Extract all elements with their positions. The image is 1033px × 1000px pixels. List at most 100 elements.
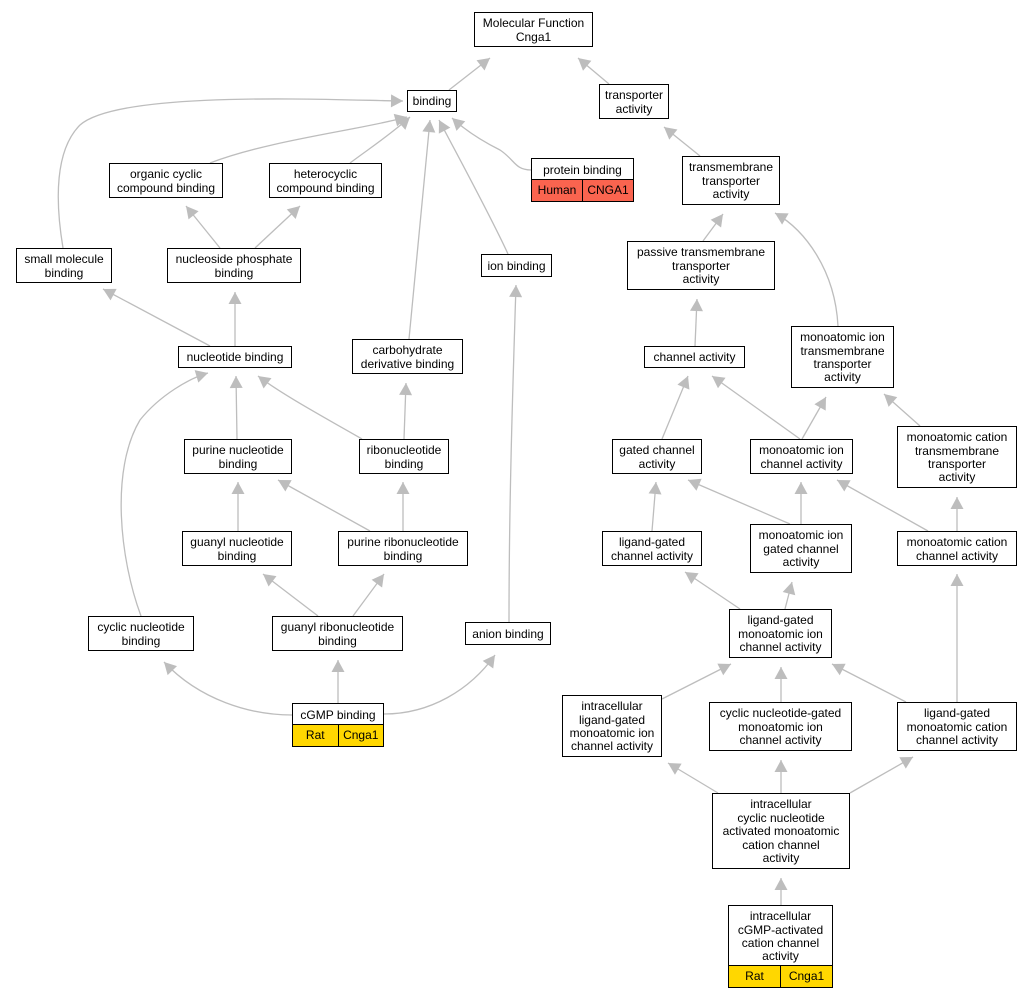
species-badge[interactable]: Rat (293, 725, 338, 746)
term-label-line: binding (383, 548, 423, 563)
species-badge[interactable]: Rat (729, 966, 780, 987)
term-label-line: cyclic nucleotide (737, 810, 825, 825)
term-label-line: cyclic nucleotide-gated (719, 706, 842, 721)
arrowhead-icon (103, 288, 117, 301)
term-label-line: channel activity (653, 350, 736, 365)
go-term-node-channel[interactable]: channel activity (644, 346, 745, 368)
term-label-line: compound binding (276, 180, 375, 195)
term-label-line: ligand-gated (618, 535, 686, 550)
term-label-line: transmembrane (800, 343, 885, 358)
arrowhead-icon (814, 397, 826, 411)
gene-badge[interactable]: CNGA1 (582, 180, 633, 201)
term-label-line: binding (318, 633, 357, 648)
edge-channel-to-passive (689, 298, 703, 347)
term-label-line: monoatomic cation (906, 719, 1008, 734)
edge-line (508, 284, 517, 623)
term-label-line: guanyl ribonucleotide (280, 620, 395, 635)
term-label-line: channel activity (570, 739, 654, 754)
edge-carbo-to-binding (408, 119, 436, 340)
gene-badge[interactable]: Cnga1 (337, 725, 383, 746)
term-label-line: activity (682, 272, 720, 287)
edge-monocattm-to-monotm (883, 393, 921, 427)
arrowhead-icon (899, 757, 913, 769)
term-label-line: transmembrane (914, 443, 1000, 458)
edge-line (102, 288, 211, 347)
term-label-line: carbohydrate (372, 343, 443, 358)
arrowhead-icon (186, 206, 199, 220)
go-term-node-binding[interactable]: binding (407, 90, 457, 112)
edge-monocatchan-to-monochan (836, 479, 929, 532)
term-label-line: activity (824, 370, 861, 385)
edge-gated-to-channel (661, 375, 690, 440)
edge-ion-to-binding (438, 119, 509, 255)
term-label-line: monoatomic ion (800, 330, 885, 345)
arrowhead-icon (194, 370, 208, 383)
edge-line (774, 212, 839, 327)
term-label-line: cyclic nucleotide (97, 620, 185, 635)
edge-ligmono-to-ligchan (684, 571, 741, 610)
edge-purine-to-nucleotide (229, 375, 243, 440)
arrowhead-icon (782, 582, 796, 596)
edge-binding-to-mf (448, 57, 491, 91)
term-label-line: monoatomic ion (738, 719, 823, 734)
term-label-line: binding (384, 456, 424, 471)
go-term-node-ion[interactable]: ion binding (481, 254, 552, 277)
edge-heterocyclic-to-binding (349, 116, 411, 164)
term-label: channel activity (645, 347, 744, 369)
edge-monogated-to-monochan (794, 482, 808, 524)
go-term-node-anion[interactable]: anion binding (465, 622, 551, 645)
gene-badge[interactable]: Cnga1 (780, 966, 832, 987)
arrowhead-icon (286, 206, 300, 219)
edge-ligmonocat-to-monocatchan (950, 574, 964, 702)
term-label-line: small molecule (24, 252, 104, 267)
arrowhead-icon (476, 58, 490, 71)
edge-ligmono-to-monogated (782, 581, 796, 610)
term-label-line: organic cyclic (129, 167, 203, 182)
edge-organic-to-binding (209, 113, 408, 164)
species-badge[interactable]: Human (532, 180, 582, 201)
term-label-line: monoatomic cation (906, 430, 1008, 445)
term-label-line: intracellular (750, 797, 812, 812)
go-term-node-nucleotide[interactable]: nucleotide binding (178, 346, 292, 368)
edge-cycgated-to-ligmono (774, 667, 788, 702)
term-label-line: transporter (604, 88, 664, 103)
term-label-line: passive transmembrane (636, 245, 766, 260)
arrowhead-icon (688, 478, 702, 491)
edge-monogated-to-gated (687, 478, 791, 525)
